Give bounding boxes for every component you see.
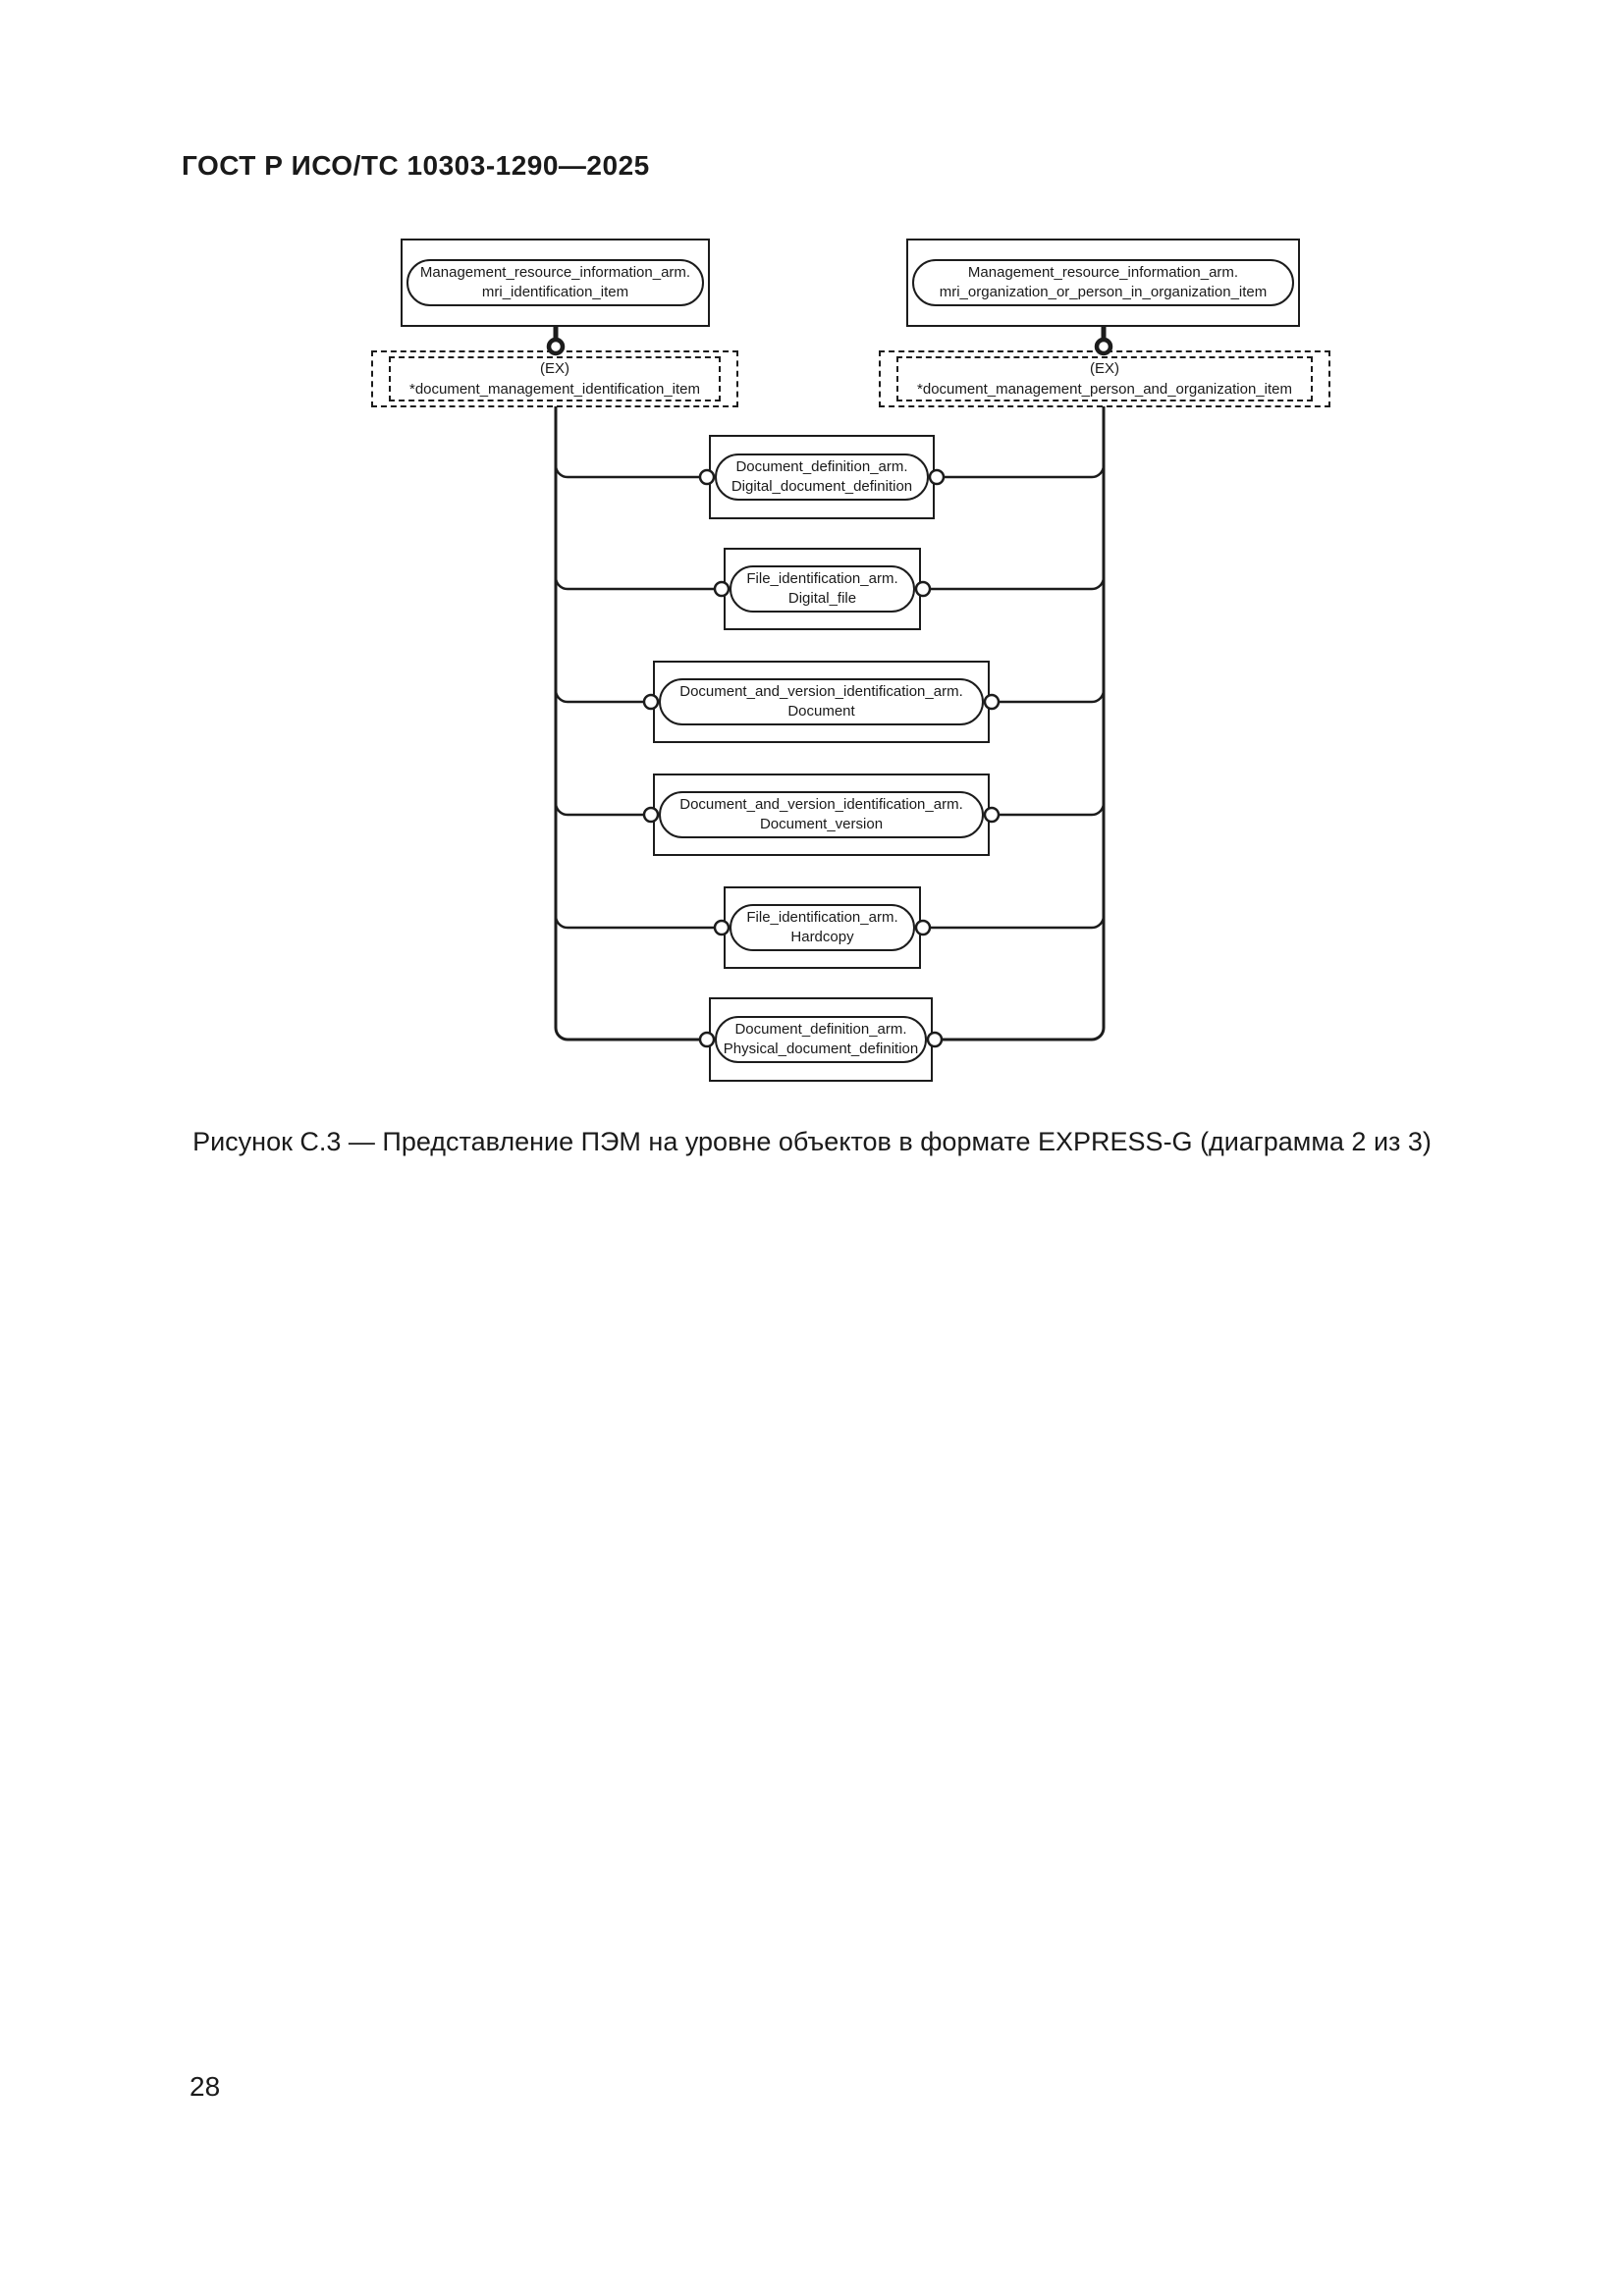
- node-label-line1: File_identification_arm.: [746, 909, 898, 926]
- node-label-line2: Document: [787, 703, 855, 720]
- node-label-line2: Digital_document_definition: [731, 478, 913, 495]
- stadium-digital-document-definition: Document_definition_arm. Digital_documen…: [715, 454, 929, 501]
- node-label-line1: File_identification_arm.: [746, 570, 898, 587]
- page-number: 28: [189, 2071, 221, 2102]
- select-node-document-management-identification-item: (EX) *document_management_identification…: [371, 350, 738, 407]
- document-header: ГОСТ Р ИСО/ТС 10303-1290—2025: [182, 150, 650, 181]
- branch-right-digital-document-definition: [937, 464, 1106, 479]
- node-document-version: Document_and_version_identification_arm.…: [653, 774, 990, 856]
- select-label-line2: *document_management_identification_item: [408, 381, 700, 398]
- branch-left-hardcopy: [554, 915, 722, 930]
- stadium-document-version: Document_and_version_identification_arm.…: [659, 791, 984, 838]
- node-label-line2: Hardcopy: [790, 929, 854, 945]
- node-document: Document_and_version_identification_arm.…: [653, 661, 990, 743]
- node-physical-document-definition: Document_definition_arm. Physical_docume…: [709, 997, 933, 1082]
- node-label-line2: Physical_document_definition: [723, 1041, 919, 1057]
- node-hardcopy: File_identification_arm. Hardcopy: [724, 886, 921, 969]
- node-label-line1: Management_resource_information_arm.: [419, 264, 691, 281]
- branch-left-digital-file: [554, 576, 722, 591]
- branch-right-document-version: [992, 802, 1106, 817]
- node-label-line1: Document_definition_arm.: [735, 458, 908, 475]
- stadium-mri-organization-or-person-item: Management_resource_information_arm. mri…: [912, 259, 1294, 306]
- node-label-line1: Document_and_version_identification_arm.: [679, 796, 963, 813]
- select-label-line2: *document_management_person_and_organiza…: [917, 381, 1292, 398]
- branch-left-document: [554, 689, 651, 704]
- branch-right-document: [992, 689, 1106, 704]
- select-label-line1: (EX): [540, 360, 569, 377]
- branch-right-digital-file: [923, 576, 1106, 591]
- select-node-document-management-person-and-organization-item: (EX) *document_management_person_and_org…: [879, 350, 1330, 407]
- stadium-document: Document_and_version_identification_arm.…: [659, 678, 984, 725]
- figure-caption: Рисунок С.3 — Представление ПЭМ на уровн…: [192, 1127, 1432, 1156]
- node-mri-organization-or-person-item: Management_resource_information_arm. mri…: [906, 239, 1300, 327]
- branch-left-document-version: [554, 802, 651, 817]
- select-node-inner-border: (EX) *document_management_person_and_org…: [896, 356, 1313, 401]
- node-label-line2: Digital_file: [787, 590, 857, 607]
- node-label-line2: mri_organization_or_person_in_organizati…: [939, 284, 1268, 300]
- node-digital-file: File_identification_arm. Digital_file: [724, 548, 921, 630]
- node-label-line1: Document_definition_arm.: [734, 1021, 907, 1038]
- branch-left-digital-document-definition: [554, 464, 707, 479]
- node-digital-document-definition: Document_definition_arm. Digital_documen…: [709, 435, 935, 519]
- stadium-physical-document-definition: Document_definition_arm. Physical_docume…: [715, 1016, 927, 1063]
- node-mri-identification-item: Management_resource_information_arm. mri…: [401, 239, 710, 327]
- stadium-hardcopy: File_identification_arm. Hardcopy: [730, 904, 915, 951]
- stadium-digital-file: File_identification_arm. Digital_file: [730, 565, 915, 613]
- stadium-mri-identification-item: Management_resource_information_arm. mri…: [406, 259, 704, 306]
- node-label-line2: Document_version: [759, 816, 884, 832]
- node-label-line2: mri_identification_item: [481, 284, 629, 300]
- node-label-line1: Management_resource_information_arm.: [967, 264, 1239, 281]
- select-node-inner-border: (EX) *document_management_identification…: [389, 356, 721, 401]
- node-label-line1: Document_and_version_identification_arm.: [679, 683, 963, 700]
- select-label-line1: (EX): [1090, 360, 1119, 377]
- branch-right-hardcopy: [923, 915, 1106, 930]
